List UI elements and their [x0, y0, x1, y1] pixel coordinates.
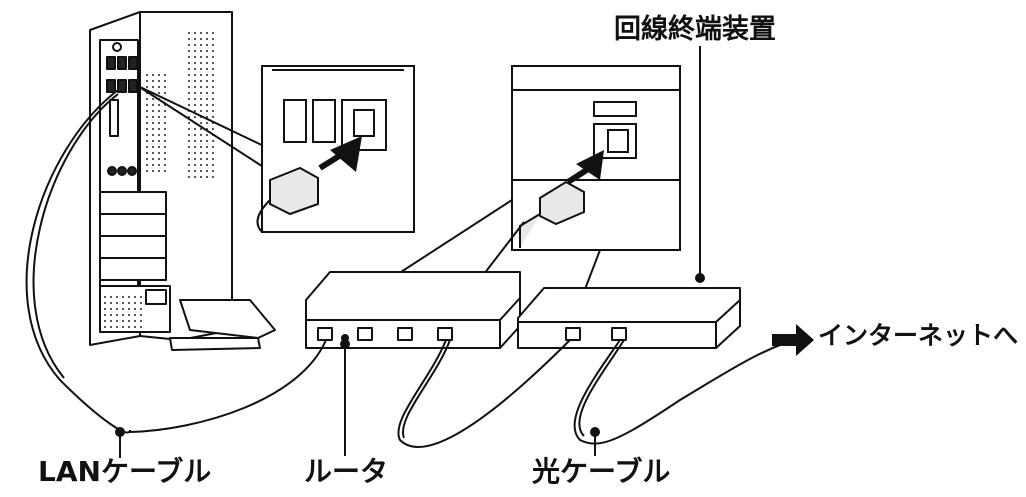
desktop-pc-tower	[89, 11, 276, 351]
router-label: ルータ	[304, 455, 389, 488]
arrow-right-icon	[772, 324, 814, 356]
fiber-cable-label: 光ケーブル	[532, 455, 671, 488]
label-leaders	[119, 46, 705, 458]
internet-label: インターネットへ	[818, 321, 1019, 350]
pc-lan-port-callout	[137, 65, 415, 233]
onu-port-callout	[329, 65, 681, 327]
cables	[25, 89, 801, 448]
router-device	[305, 271, 521, 349]
onu-device	[517, 287, 741, 349]
lan-cable-label: LANケーブル	[38, 455, 212, 488]
onu-label: 回線終端装置	[614, 14, 776, 45]
